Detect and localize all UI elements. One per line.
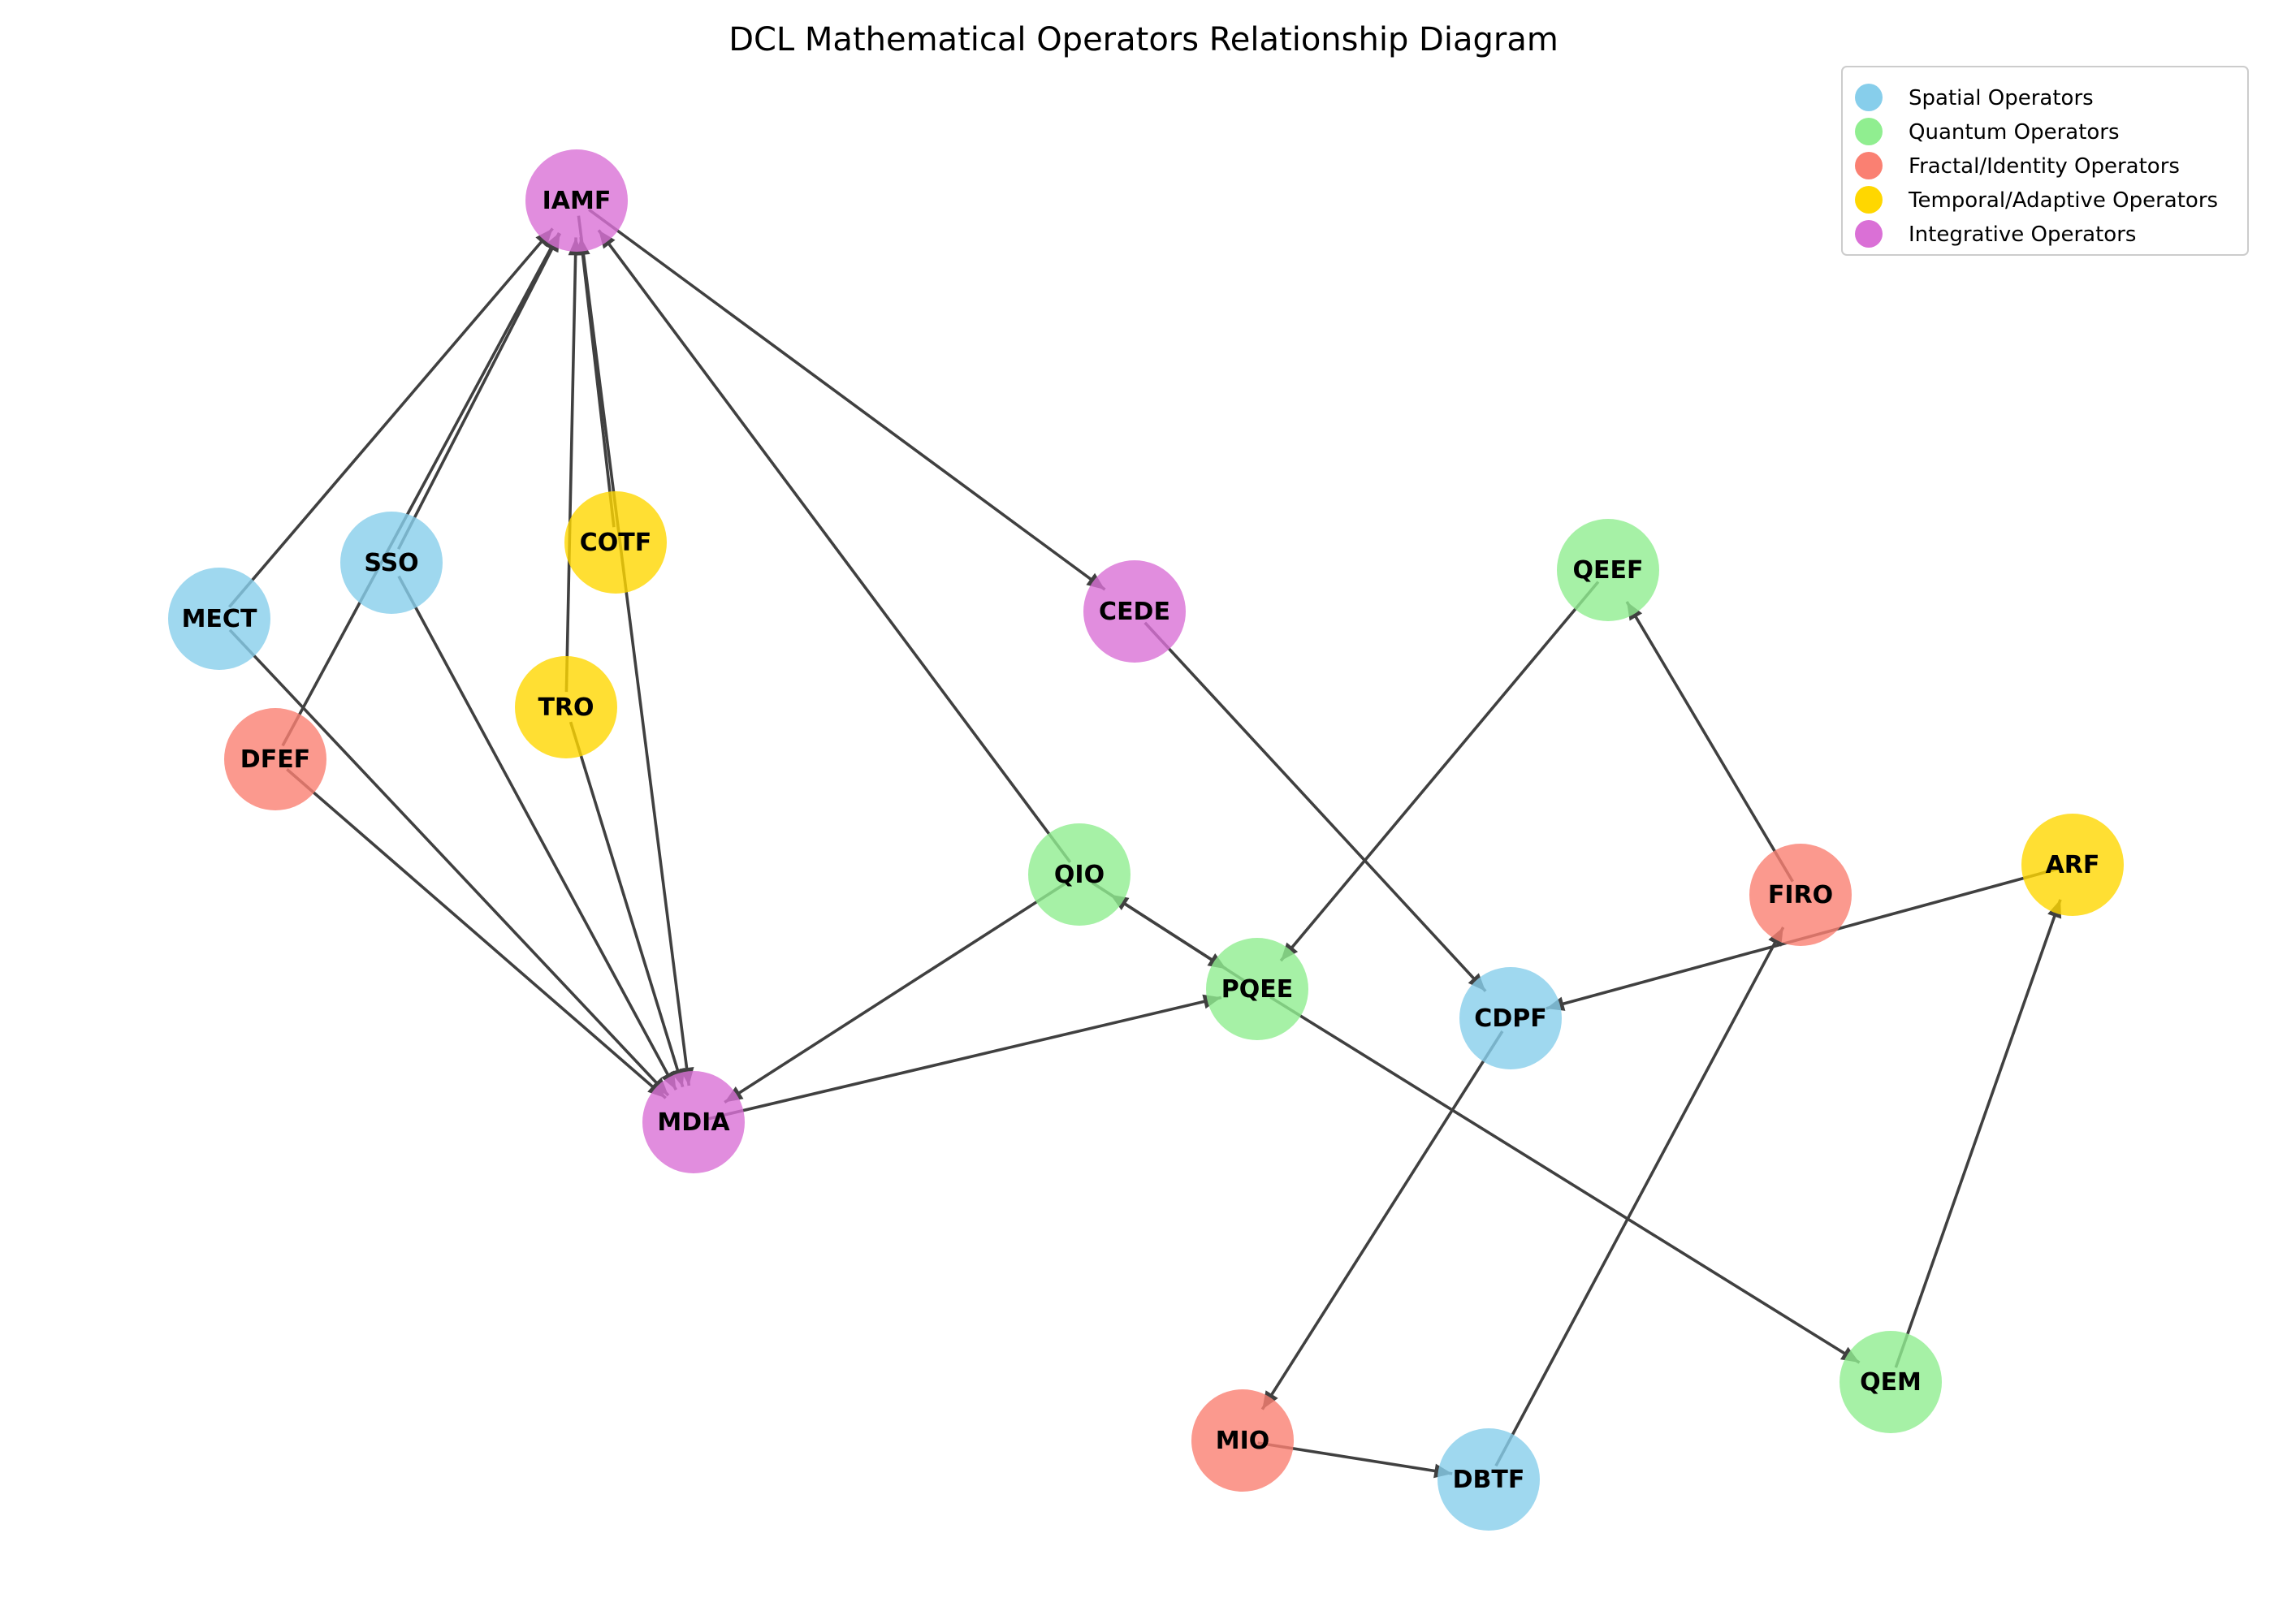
edges-layer xyxy=(227,208,2062,1479)
node-circle xyxy=(2021,814,2124,916)
node-label: FIRO xyxy=(1768,881,1833,909)
edge-iamf-to-mdia xyxy=(577,215,691,1086)
edge-dbtf-to-firo xyxy=(1494,926,1785,1467)
node-label: TRO xyxy=(538,693,594,722)
legend-item-fractal: Fractal/Identity Operators xyxy=(1855,152,2180,179)
edge-mect-to-iamf xyxy=(227,227,554,608)
node-label: SSO xyxy=(364,549,418,577)
node-cotf: COTF xyxy=(564,491,667,594)
node-label: CEDE xyxy=(1099,598,1170,626)
nodes-layer: IAMF SSO COTF MECT TRO DFEF CEDE QEEF QIO PQEE CDP… xyxy=(168,149,2124,1531)
node-pqee: PQEE xyxy=(1206,938,1308,1040)
node-label: CDPF xyxy=(1474,1004,1546,1033)
legend-frame xyxy=(1841,66,2249,256)
node-qem: QEM xyxy=(1840,1331,1942,1433)
node-circle xyxy=(642,1071,745,1173)
node-label: IAMF xyxy=(543,187,612,215)
node-arf: ARF xyxy=(2021,814,2124,916)
node-cdpf: CDPF xyxy=(1459,967,1562,1069)
edge-qeef-to-pqee xyxy=(1279,581,1600,962)
node-dfef: DFEF xyxy=(224,708,326,810)
edge-sso-to-iamf xyxy=(396,232,562,551)
node-qeef: QEEF xyxy=(1557,519,1659,621)
legend-label: Integrative Operators xyxy=(1909,222,2136,247)
legend-swatch xyxy=(1855,186,1883,214)
legend-item-temporal: Temporal/Adaptive Operators xyxy=(1855,186,2218,214)
legend-item-spatial: Spatial Operators xyxy=(1855,84,2094,111)
edge-tro-to-iamf xyxy=(564,237,577,693)
edge-qio-to-iamf xyxy=(597,229,1072,863)
node-circle xyxy=(1083,560,1186,663)
edge-mdia-to-pqee xyxy=(707,996,1222,1121)
node-dbtf: DBTF xyxy=(1437,1428,1540,1531)
node-iamf: IAMF xyxy=(525,149,628,252)
node-circle xyxy=(1191,1389,1294,1492)
edge-qio-to-mdia xyxy=(724,881,1068,1104)
node-circle xyxy=(1206,938,1308,1040)
node-label: QEEF xyxy=(1573,556,1644,585)
node-firo: FIRO xyxy=(1749,844,1852,946)
node-circle xyxy=(224,708,326,810)
node-sso: SSO xyxy=(340,512,443,614)
edge-mect-to-mdia xyxy=(228,628,670,1097)
legend-label: Quantum Operators xyxy=(1909,120,2120,145)
legend-item-quantum: Quantum Operators xyxy=(1855,118,2120,145)
node-circle xyxy=(1557,519,1659,621)
node-circle xyxy=(1459,967,1562,1069)
node-circle xyxy=(1028,823,1131,926)
legend-swatch xyxy=(1855,84,1883,111)
edge-firo-to-qeef xyxy=(1625,601,1794,883)
node-label: COTF xyxy=(580,529,651,557)
edge-dfef-to-iamf xyxy=(281,232,561,747)
node-circle xyxy=(515,656,617,758)
edge-sso-to-mdia xyxy=(397,575,677,1091)
diagram-title: DCL Mathematical Operators Relationship … xyxy=(728,21,1559,58)
node-label: DFEF xyxy=(240,745,310,774)
node-label: QIO xyxy=(1054,861,1105,889)
node-label: MDIA xyxy=(657,1108,730,1137)
node-qio: QIO xyxy=(1028,823,1131,926)
node-cede: CEDE xyxy=(1083,560,1186,663)
legend-item-integrative: Integrative Operators xyxy=(1855,220,2136,248)
node-circle xyxy=(340,512,443,614)
edge-dfef-to-mdia xyxy=(286,768,667,1099)
node-circle xyxy=(564,491,667,594)
node-mect: MECT xyxy=(168,568,270,670)
edge-cdpf-to-mio xyxy=(1260,1030,1504,1410)
node-label: MECT xyxy=(182,605,257,633)
legend-label: Fractal/Identity Operators xyxy=(1909,154,2180,179)
node-tro: TRO xyxy=(515,656,617,758)
legend-label: Spatial Operators xyxy=(1909,86,2094,110)
edge-qem-to-arf xyxy=(1894,899,2062,1368)
node-label: ARF xyxy=(2046,851,2100,879)
node-label: QEM xyxy=(1860,1368,1922,1397)
node-circle xyxy=(525,149,628,252)
node-circle xyxy=(1749,844,1852,946)
legend-swatch xyxy=(1855,220,1883,248)
edge-iamf-to-cede xyxy=(588,208,1106,591)
node-circle xyxy=(1840,1331,1942,1433)
node-mio: MIO xyxy=(1191,1389,1294,1492)
edge-cede-to-cdpf xyxy=(1143,621,1487,992)
node-mdia: MDIA xyxy=(642,1071,745,1173)
legend-label: Temporal/Adaptive Operators xyxy=(1908,188,2218,213)
node-label: PQEE xyxy=(1221,975,1293,1004)
node-circle xyxy=(1437,1428,1540,1531)
node-label: MIO xyxy=(1216,1427,1270,1455)
edge-pqee-to-qem xyxy=(1269,996,1861,1364)
legend-swatch xyxy=(1855,118,1883,145)
legend-swatch xyxy=(1855,152,1883,179)
node-label: DBTF xyxy=(1453,1466,1525,1494)
node-circle xyxy=(168,568,270,670)
edge-tro-to-mdia xyxy=(568,721,685,1088)
